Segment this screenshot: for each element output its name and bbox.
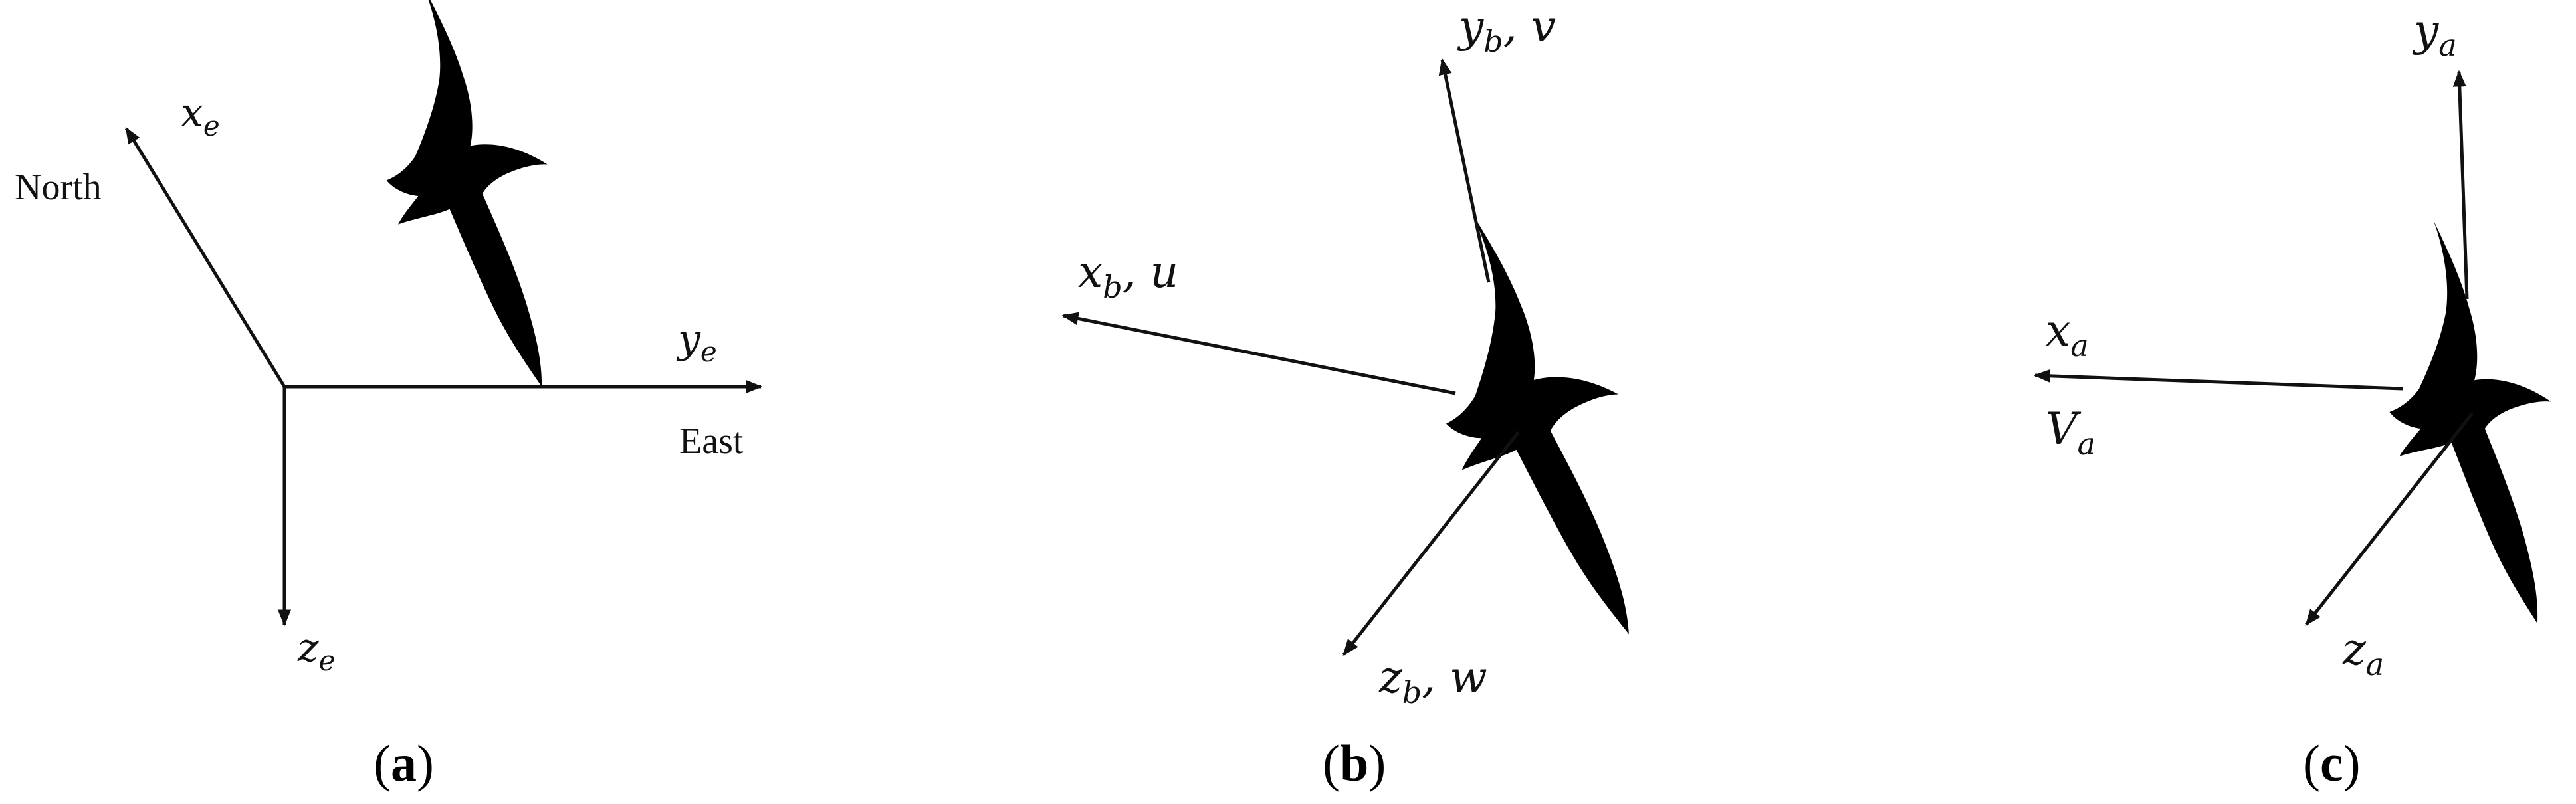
z-a-label: za	[2342, 624, 2384, 682]
z-e-label: ze	[297, 625, 335, 677]
caption-b: (b)	[1323, 734, 1386, 792]
axis-z-a	[2305, 412, 2474, 626]
caption-c: (c)	[2303, 734, 2361, 792]
x-e-label: xe	[181, 90, 220, 142]
axis-z-b	[1342, 431, 1520, 656]
axis-x-a	[2033, 369, 2403, 391]
caption-a: (a)	[374, 734, 434, 792]
x-a-label: xa	[2046, 305, 2089, 363]
north-label: North	[15, 167, 102, 208]
axis-y-b	[1438, 58, 1491, 283]
bird-silhouette-icon	[1404, 191, 1668, 662]
axis-x-north	[124, 126, 286, 388]
panel-c: ya xa Va za (c)	[2033, 5, 2574, 792]
x-b-u-label: xb, u	[1078, 247, 1178, 305]
z-b-w-label: zb, w	[1378, 652, 1487, 710]
v-a-label: Va	[2046, 403, 2095, 462]
bird-silhouette-icon	[360, 0, 578, 405]
y-b-v-label: yb, v	[1457, 1, 1556, 59]
panel-a: North East xe ye ze (a)	[15, 0, 763, 792]
axis-y-a	[2452, 70, 2469, 300]
bird-silhouette-icon	[2370, 209, 2574, 637]
panel-b: xb, u yb, v zb, w (b)	[1061, 1, 1668, 792]
y-a-label: ya	[2412, 5, 2457, 63]
east-label: East	[679, 421, 744, 462]
axis-x-b	[1061, 312, 1456, 395]
y-e-label: ye	[676, 316, 717, 368]
